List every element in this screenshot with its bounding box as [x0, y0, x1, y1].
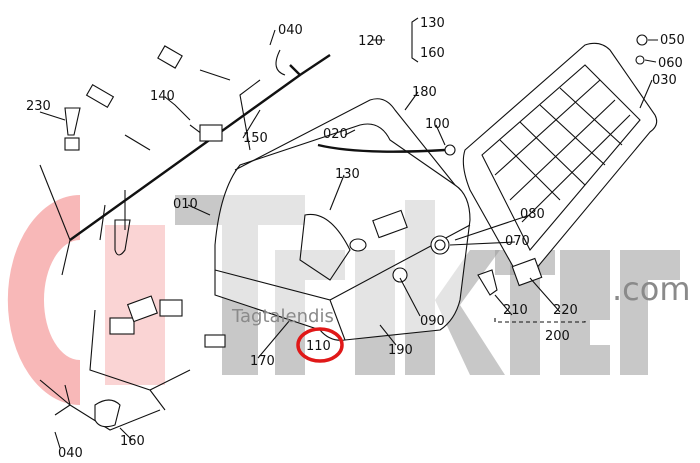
part-labels: 040 130 120 160 050 060 030 180 140 230 …: [26, 16, 685, 461]
instrument-panel: [462, 42, 658, 275]
label-160: 160: [420, 46, 445, 61]
watermark-suffix: .com: [612, 270, 691, 308]
label-050: 050: [660, 33, 685, 48]
label-170: 170: [250, 354, 275, 369]
wiring-harness-160: [39, 295, 226, 431]
label-160b: 160: [120, 434, 145, 449]
label-010: 010: [173, 197, 198, 212]
label-130: 130: [420, 16, 445, 31]
label-190: 190: [388, 343, 413, 358]
socket-060: [635, 55, 645, 65]
bulb-050: [636, 34, 648, 46]
label-020: 020: [323, 127, 348, 142]
label-100: 100: [425, 117, 450, 132]
key-210: [477, 269, 498, 296]
label-200: 200: [545, 329, 570, 344]
tag-220: [511, 257, 543, 287]
highlight-circle-110: [296, 327, 344, 363]
label-220: 220: [553, 303, 578, 318]
label-210: 210: [503, 303, 528, 318]
watermark-tagline: Tagtalendis: [231, 306, 334, 327]
label-040: 040: [278, 23, 303, 38]
label-180: 180: [412, 85, 437, 100]
wiring-harness-140: [39, 45, 331, 276]
label-070: 070: [505, 234, 530, 249]
label-040b: 040: [58, 446, 83, 461]
leader-lines: [39, 17, 658, 449]
watermark-logo: [7, 195, 80, 405]
label-090: 090: [420, 314, 445, 329]
label-130b: 130: [335, 167, 360, 182]
label-060: 060: [658, 56, 683, 71]
label-140: 140: [150, 89, 175, 104]
label-120: 120: [358, 34, 383, 49]
label-110: 110: [306, 339, 331, 354]
label-030: 030: [652, 73, 677, 88]
label-080: 080: [520, 207, 545, 222]
label-230: 230: [26, 99, 51, 114]
watermark-text: .com Tagtalendis: [231, 270, 691, 327]
label-150: 150: [243, 131, 268, 146]
part-230: [64, 107, 81, 136]
